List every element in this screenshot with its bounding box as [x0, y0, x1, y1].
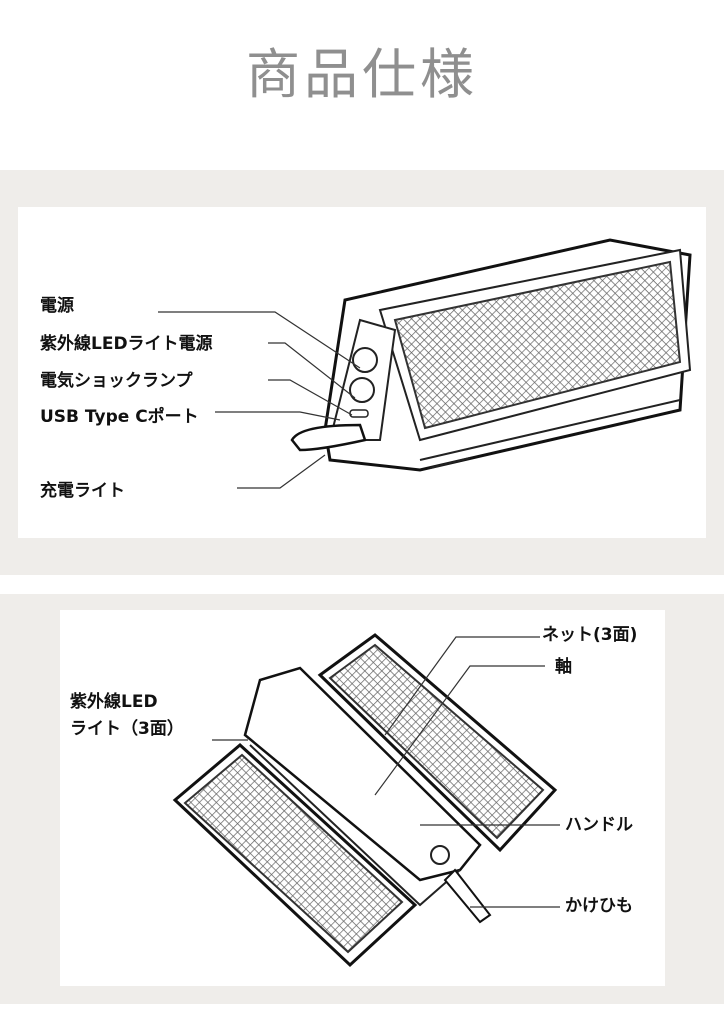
label-handle: ハンドル	[565, 815, 633, 835]
page-title: 商品仕様	[246, 43, 478, 106]
label-shock-lamp: 電気ショックランプ	[40, 371, 193, 391]
label-usb-c-port: USB Type Cポート	[40, 407, 199, 427]
figure1-leader-lines	[158, 311, 361, 489]
label-charge-light: 充電ライト	[40, 481, 125, 501]
label-uv-led-line2: ライト（3面）	[70, 719, 184, 739]
label-axis: 軸	[555, 657, 572, 677]
device-open-illustration	[172, 633, 558, 968]
label-uv-led-line1: 紫外線LED	[70, 692, 158, 712]
label-power: 電源	[40, 296, 74, 316]
label-net: ネット(3面)	[542, 625, 638, 645]
device-closed-illustration	[290, 238, 692, 472]
figure2-leader-lines	[212, 636, 560, 908]
label-strap: かけひも	[565, 896, 633, 916]
label-uv-led-power: 紫外線LEDライト電源	[40, 334, 213, 354]
